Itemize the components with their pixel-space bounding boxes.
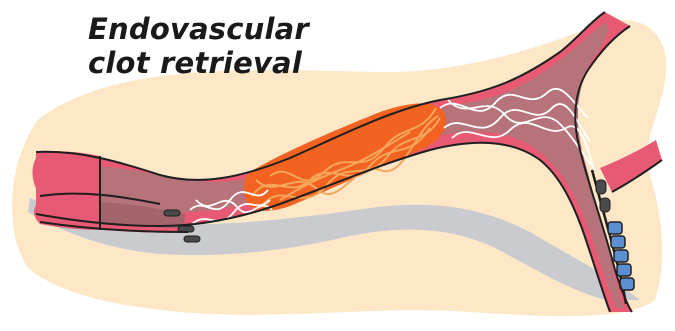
title-line-2: clot retrieval xyxy=(88,46,309,80)
title-line-1: Endovascular xyxy=(88,12,309,46)
page-title: Endovascular clot retrieval xyxy=(88,12,309,80)
